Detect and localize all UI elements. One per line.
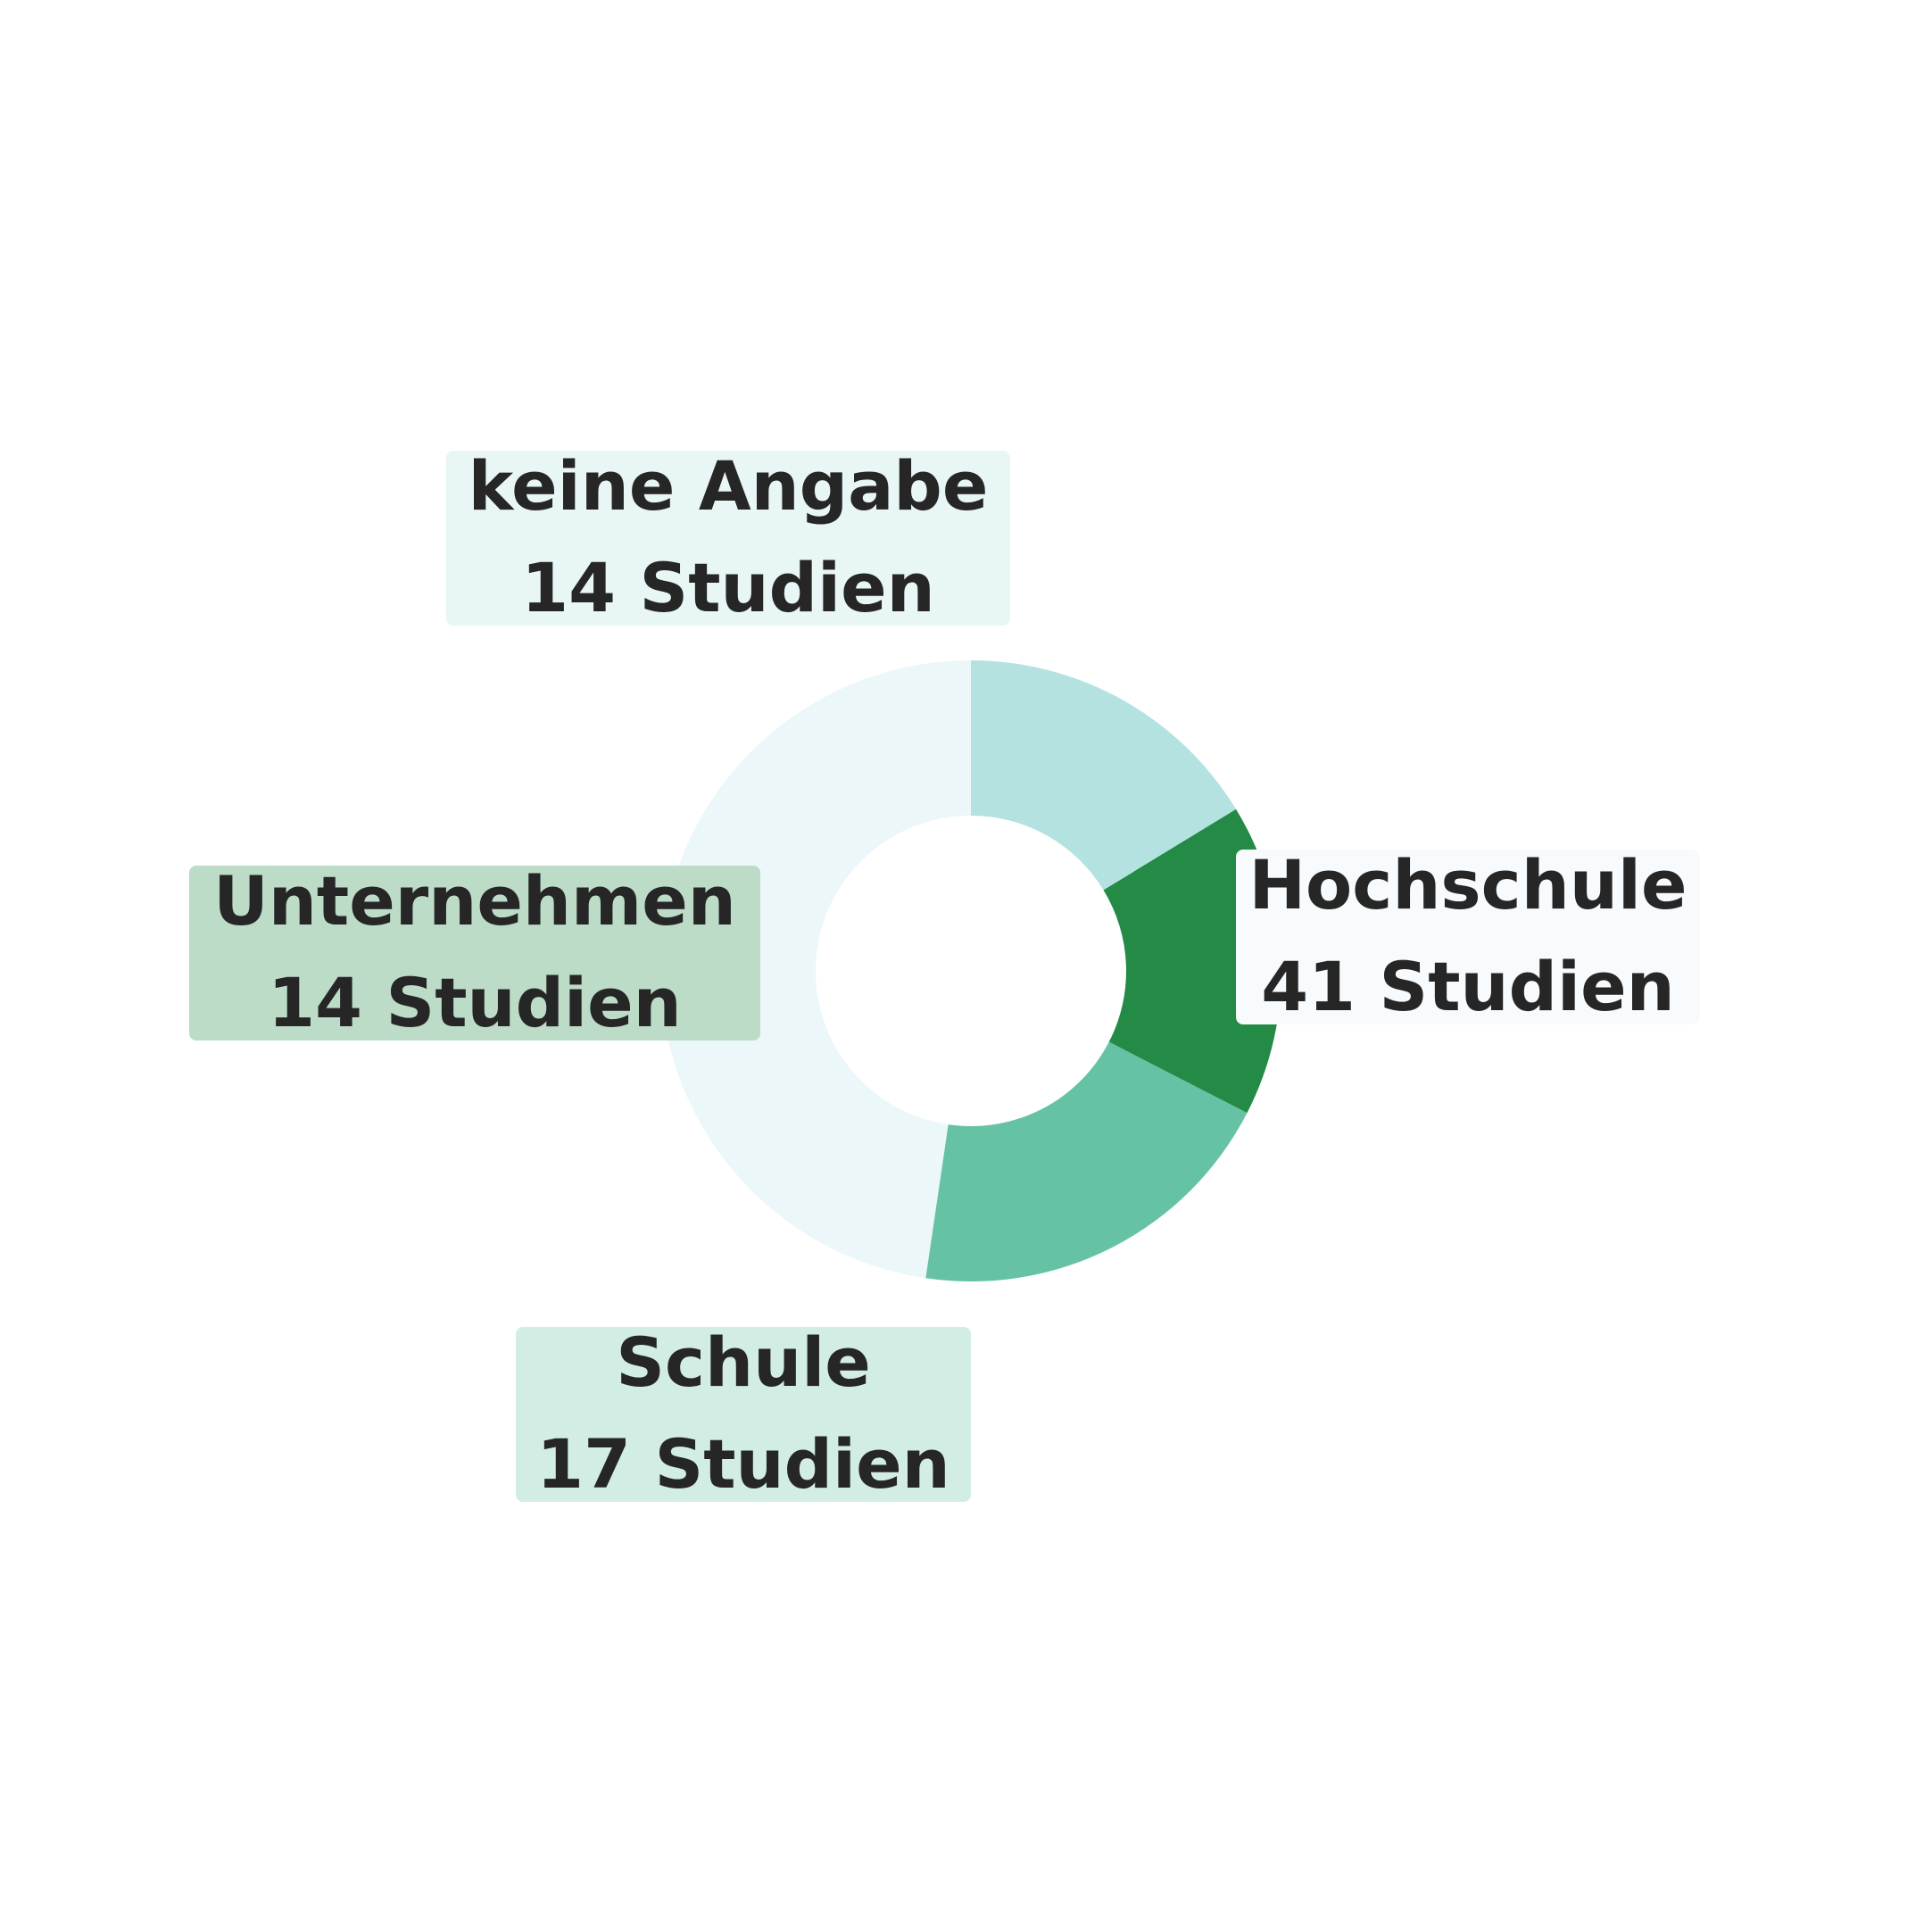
slice-label-value: 41 Studien — [1261, 947, 1675, 1026]
slice-label-value: 14 Studien — [521, 548, 935, 627]
slice-label-schule: Schule 17 Studien — [516, 1323, 971, 1504]
slice-label-name: Unternehmen — [213, 861, 736, 941]
slice-label-value: 17 Studien — [536, 1424, 950, 1504]
slice-label-keine-angabe: keine Angabe 14 Studien — [446, 446, 1010, 627]
label-box — [446, 451, 1010, 626]
slice-keine-angabe — [971, 660, 1237, 891]
label-box — [189, 866, 760, 1041]
slice-schule — [925, 1041, 1248, 1281]
slice-hochschule — [659, 660, 971, 1279]
slice-label-name: Schule — [616, 1323, 871, 1402]
slice-label-value: 14 Studien — [268, 963, 682, 1042]
slice-label-name: keine Angabe — [468, 446, 989, 526]
donut-slices — [659, 660, 1281, 1281]
slice-label-unternehmen: Unternehmen 14 Studien — [189, 861, 760, 1042]
label-box — [516, 1327, 971, 1502]
slice-label-hochschule: Hochschule 41 Studien — [1236, 845, 1700, 1026]
slice-label-name: Hochschule — [1248, 845, 1687, 925]
label-box — [1236, 850, 1700, 1024]
